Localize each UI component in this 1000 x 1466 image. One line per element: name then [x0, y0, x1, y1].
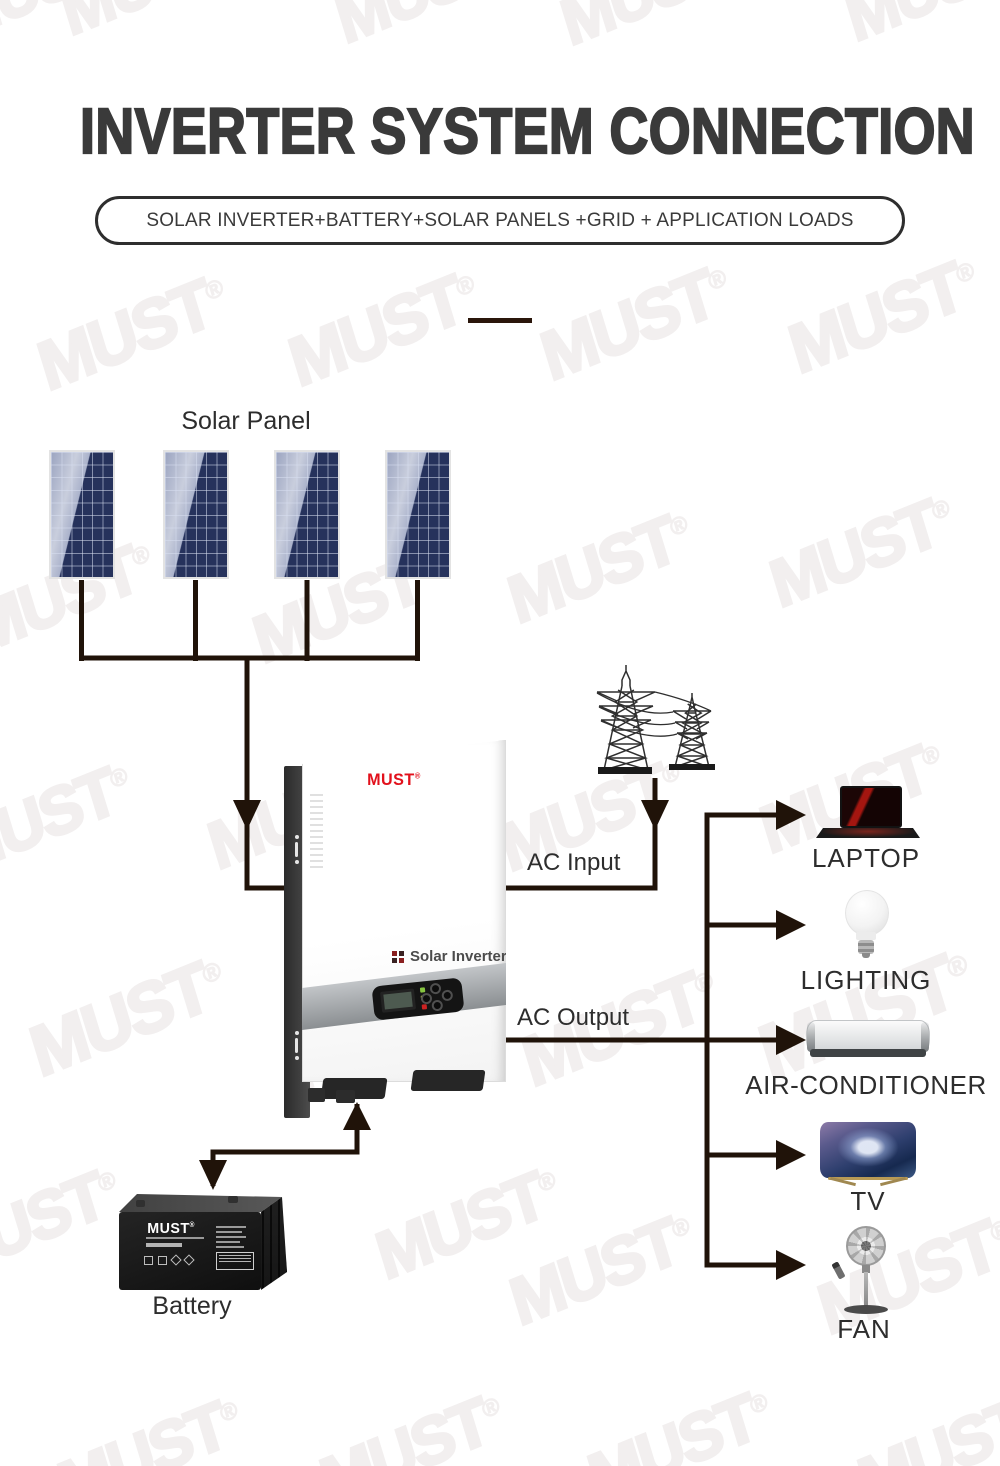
- ac-vent: [810, 1049, 926, 1057]
- control-button-left-icon: [420, 992, 433, 1005]
- arrow-down-battery: [199, 1160, 227, 1190]
- ac-output-label: AC Output: [517, 1004, 630, 1031]
- arrow-right-aircon: [776, 1025, 806, 1055]
- inverter-unit: MUST® Solar Inverter: [284, 740, 506, 1122]
- inverter-vent-grille: [310, 794, 323, 868]
- inverter-foot: [308, 1088, 325, 1102]
- battery-model-text: [146, 1243, 182, 1247]
- battery-tagline: [146, 1237, 204, 1239]
- ac-input-label: AC Input: [527, 849, 621, 876]
- bracket-slot: [293, 1028, 300, 1063]
- utility-grid-towers-icon: [596, 665, 715, 774]
- solar-panel-label: Solar Panel: [181, 407, 311, 435]
- control-button-down-icon: [431, 999, 444, 1012]
- air-conditioner-icon: [806, 1020, 930, 1064]
- solar-inverter-badge: Solar Inverter: [392, 948, 506, 965]
- battery-front-face: [119, 1212, 261, 1290]
- tv-icon: [820, 1120, 918, 1187]
- light-bulb-icon: [840, 890, 892, 962]
- load-label-lighting: LIGHTING: [800, 965, 932, 995]
- control-button-up-icon: [429, 982, 442, 995]
- bulb-screw-base: [858, 940, 874, 954]
- led-green-icon: [419, 987, 426, 993]
- laptop-keyboard: [816, 828, 920, 838]
- bracket-slot: [293, 832, 300, 867]
- battery-warning-label: [216, 1252, 254, 1270]
- bulb-neck: [856, 932, 876, 940]
- inverter-brand-logo: MUST®: [367, 770, 421, 789]
- arrow-up-inverter: [343, 1102, 371, 1130]
- solar-panel-icon: [385, 450, 451, 579]
- fan-remote: [831, 1261, 846, 1280]
- divider-dash: [468, 318, 532, 323]
- solar-inverter-logo-icon: [392, 950, 404, 963]
- arrow-down-grid: [641, 800, 669, 830]
- bulb-contact-tip: [862, 953, 870, 958]
- solar-panel-icon: [163, 450, 229, 579]
- fan-neck: [862, 1265, 870, 1273]
- fan-head: [846, 1226, 886, 1266]
- tv-soundbar: [828, 1177, 908, 1180]
- subtitle-text: SOLAR INVERTER+BATTERY+SOLAR PANELS +GRI…: [146, 209, 854, 231]
- arrow-right-tv: [776, 1140, 806, 1170]
- ac-end-cap: [807, 1022, 815, 1052]
- load-label-air-conditioner: AIR-CONDITIONER: [745, 1070, 987, 1100]
- tv-screen: [820, 1122, 916, 1178]
- laptop-screen: [840, 786, 902, 828]
- laptop-icon: [816, 778, 920, 842]
- bulb-globe: [845, 890, 889, 936]
- load-label-tv: TV: [850, 1186, 886, 1216]
- arrow-right-fan: [776, 1250, 806, 1280]
- ac-body: [806, 1020, 930, 1054]
- battery-top-face: [119, 1194, 282, 1212]
- control-button-right-icon: [441, 989, 454, 1002]
- ac-end-cap: [921, 1022, 929, 1052]
- battery-terminal: [228, 1196, 238, 1203]
- arrow-down-pv: [233, 800, 261, 830]
- battery-brand-logo: MUST®: [147, 1220, 195, 1237]
- fan-pole: [864, 1272, 868, 1308]
- pedestal-fan-icon: [831, 1226, 896, 1316]
- inverter-body: MUST® Solar Inverter: [302, 740, 506, 1082]
- subtitle-pill: SOLAR INVERTER+BATTERY+SOLAR PANELS +GRI…: [95, 196, 905, 245]
- battery-side-face: [261, 1197, 287, 1290]
- fan-base: [844, 1305, 888, 1314]
- lcd-screen-icon: [380, 988, 417, 1013]
- pv-string-stubs: [79, 580, 420, 661]
- battery-label: Battery: [152, 1292, 232, 1320]
- battery-certification-marks: [144, 1254, 195, 1266]
- led-red-icon: [421, 1004, 428, 1010]
- solar-panel-icon: [274, 450, 340, 579]
- solar-panel-icon: [49, 450, 115, 579]
- arrowheads: [199, 800, 806, 1280]
- inverter-foot: [336, 1090, 355, 1103]
- load-label-fan: FAN: [837, 1314, 891, 1344]
- battery-icon: MUST®: [110, 1180, 295, 1300]
- battery-terminal: [136, 1200, 145, 1207]
- page-title: INVERTER SYSTEM CONNECTION: [79, 94, 976, 168]
- arrow-right-laptop: [776, 800, 806, 830]
- load-label-laptop: LAPTOP: [811, 843, 921, 873]
- inverter-terminal-block: [410, 1070, 486, 1091]
- arrow-right-lighting: [776, 910, 806, 940]
